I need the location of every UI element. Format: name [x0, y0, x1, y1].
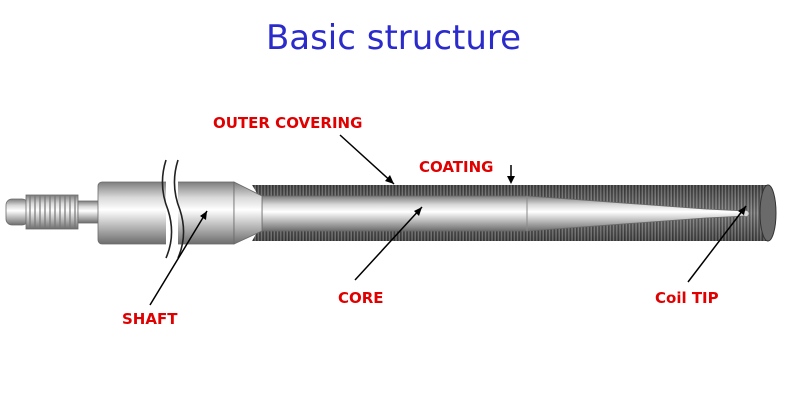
label-outer-covering: OUTER COVERING: [213, 114, 363, 132]
arrowhead-shaft: [200, 211, 207, 220]
arrowhead-coating: [507, 176, 515, 184]
pointer-lines: [149, 134, 747, 306]
arrowhead-core: [414, 207, 422, 216]
slide-title: Basic structure: [265, 18, 522, 58]
label-shaft: SHAFT: [122, 310, 178, 328]
pointer-coil-tip: [687, 205, 747, 283]
arrowhead-outer-covering: [385, 175, 394, 184]
core-wire: [261, 195, 750, 232]
shaft: [5, 159, 263, 260]
pointer-arrowheads: [200, 175, 746, 220]
pointer-shaft: [149, 210, 208, 306]
label-coating: COATING: [419, 158, 494, 176]
label-coil-tip: Coil TIP: [655, 289, 719, 307]
label-core: CORE: [338, 289, 384, 307]
arrowhead-coil-tip: [738, 206, 746, 215]
pointer-core: [354, 206, 423, 281]
pointer-outer-covering: [339, 134, 395, 185]
